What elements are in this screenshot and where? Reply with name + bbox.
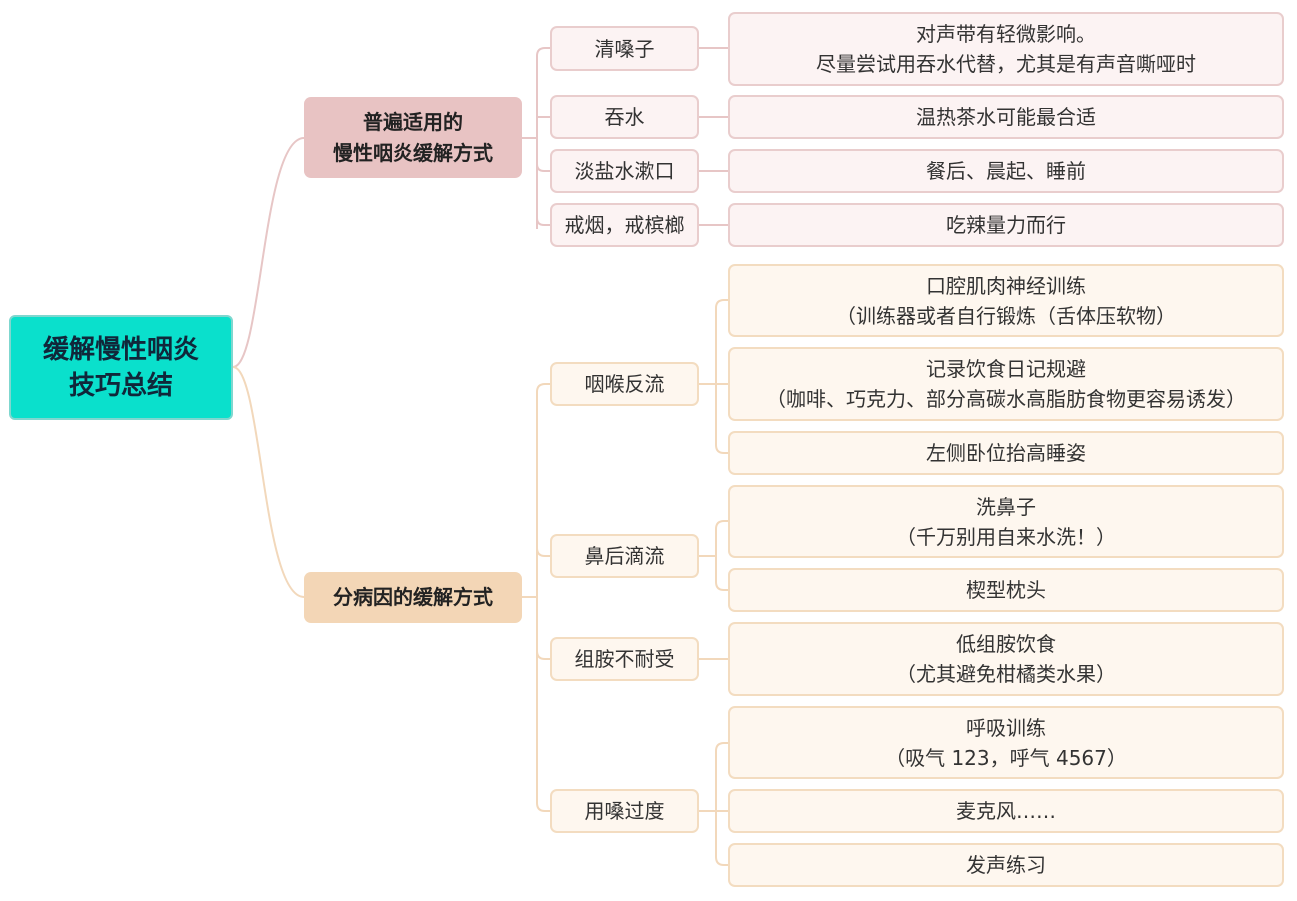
- cause-detail-sleep-position: 左侧卧位抬高睡姿: [728, 431, 1284, 475]
- general-item-swallow-water: 吞水: [550, 95, 699, 139]
- detail-line2: 尽量尝试用吞水代替，尤其是有声音嘶哑时: [816, 52, 1196, 76]
- cause-detail-breathing-training: 呼吸训练 （吸气 123，呼气 4567）: [728, 706, 1284, 779]
- root-title-line1: 缓解慢性咽炎: [42, 334, 199, 365]
- general-item-clear-throat: 清嗓子: [550, 26, 699, 71]
- detail-line2: （千万别用自来水洗！）: [896, 524, 1116, 549]
- detail-line1: 口腔肌肉神经训练: [926, 273, 1086, 298]
- cause-group-reflux: 咽喉反流: [550, 362, 699, 406]
- detail-line1: 记录饮食日记规避: [926, 357, 1086, 381]
- category-by-cause-label: 分病因的缓解方式: [333, 585, 493, 609]
- detail-line2: （咖啡、巧克力、部分高碳水高脂肪食物更容易诱发）: [766, 387, 1246, 411]
- general-item-label: 戒烟，戒槟榔: [564, 213, 685, 237]
- detail-line2: （吸气 123，呼气 4567）: [885, 745, 1127, 770]
- detail-line1: 洗鼻子: [976, 494, 1036, 519]
- category-general-line1: 普遍适用的: [363, 109, 463, 134]
- root-title-line2: 技巧总结: [68, 370, 173, 401]
- detail-line1: 温热茶水可能最合适: [916, 105, 1096, 129]
- root-node: 缓解慢性咽炎 技巧总结: [9, 315, 233, 420]
- cause-group-label: 咽喉反流: [584, 372, 665, 396]
- cause-detail-vocal-practice: 发声练习: [728, 843, 1284, 887]
- cause-group-label: 组胺不耐受: [574, 647, 675, 671]
- detail-line1: 吃辣量力而行: [946, 213, 1066, 237]
- detail-line1: 左侧卧位抬高睡姿: [926, 441, 1086, 465]
- general-item-label: 清嗓子: [594, 36, 655, 61]
- cause-detail-wedge-pillow: 楔型枕头: [728, 568, 1284, 612]
- cause-detail-nasal-wash: 洗鼻子 （千万别用自来水洗！）: [728, 485, 1284, 558]
- cause-detail-low-histamine-diet: 低组胺饮食 （尤其避免柑橘类水果）: [728, 622, 1284, 696]
- general-item-quit-smoking: 戒烟，戒槟榔: [550, 203, 699, 247]
- general-detail-quit-smoking: 吃辣量力而行: [728, 203, 1284, 247]
- category-general: 普遍适用的 慢性咽炎缓解方式: [304, 97, 522, 178]
- general-detail-swallow-water: 温热茶水可能最合适: [728, 95, 1284, 139]
- detail-line2: （尤其避免柑橘类水果）: [896, 662, 1116, 686]
- cause-detail-microphone: 麦克风……: [728, 789, 1284, 833]
- detail-line1: 发声练习: [966, 853, 1046, 877]
- detail-line1: 呼吸训练: [965, 715, 1046, 740]
- general-item-salt-gargle: 淡盐水漱口: [550, 149, 699, 193]
- detail-line1: 楔型枕头: [966, 578, 1046, 602]
- general-detail-salt-gargle: 餐后、晨起、睡前: [728, 149, 1284, 193]
- general-item-label: 吞水: [604, 105, 645, 129]
- general-detail-clear-throat: 对声带有轻微影响。 尽量尝试用吞水代替，尤其是有声音嘶哑时: [728, 12, 1284, 86]
- category-by-cause: 分病因的缓解方式: [304, 572, 522, 623]
- cause-group-label: 用嗓过度: [584, 799, 665, 823]
- cause-detail-food-diary: 记录饮食日记规避 （咖啡、巧克力、部分高碳水高脂肪食物更容易诱发）: [728, 347, 1284, 421]
- detail-line1: 餐后、晨起、睡前: [926, 159, 1086, 183]
- cause-group-postnasal-drip: 鼻后滴流: [550, 534, 699, 578]
- cause-group-label: 鼻后滴流: [584, 544, 665, 568]
- detail-line1: 对声带有轻微影响。: [916, 22, 1096, 46]
- general-item-label: 淡盐水漱口: [574, 159, 675, 183]
- detail-line1: 低组胺饮食: [956, 632, 1056, 656]
- cause-detail-oral-training: 口腔肌肉神经训练 （训练器或者自行锻炼（舌体压软物）: [728, 264, 1284, 337]
- cause-group-voice-overuse: 用嗓过度: [550, 789, 699, 833]
- cause-group-histamine: 组胺不耐受: [550, 637, 699, 681]
- detail-line2: （训练器或者自行锻炼（舌体压软物）: [836, 303, 1176, 328]
- category-general-line2: 慢性咽炎缓解方式: [333, 140, 493, 165]
- detail-line1: 麦克风……: [956, 799, 1056, 823]
